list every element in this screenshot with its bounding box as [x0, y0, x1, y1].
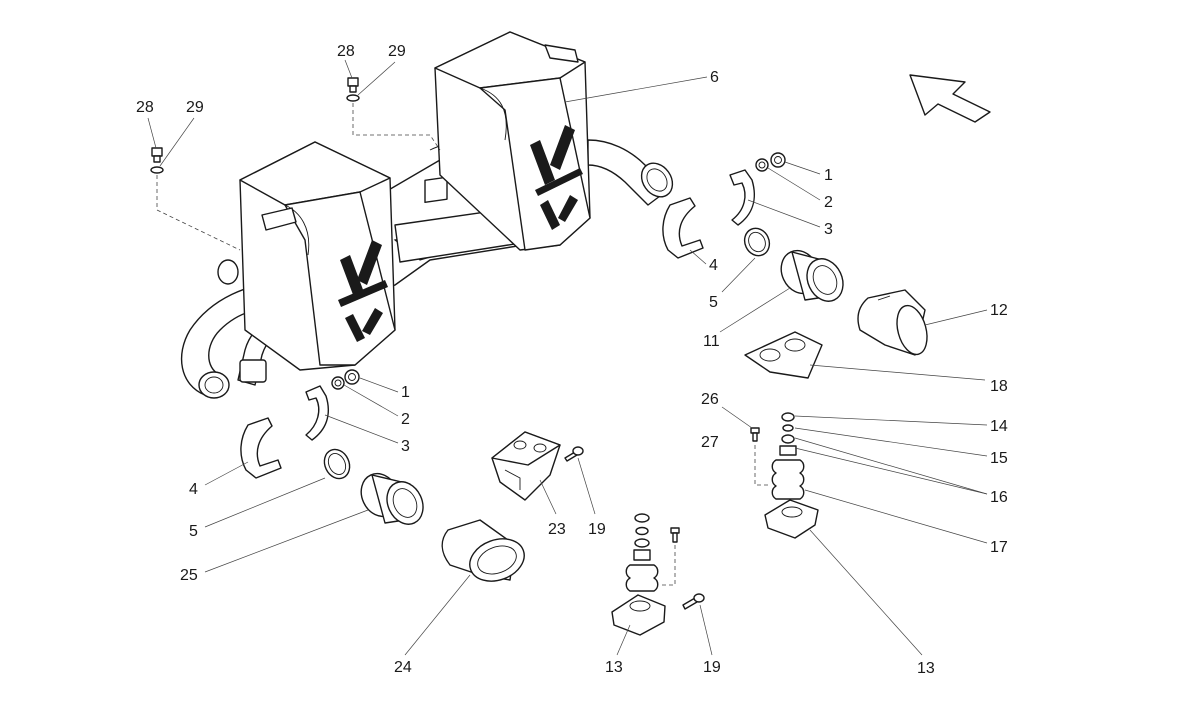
callout-29-top: 29	[388, 43, 406, 60]
callout-16: 16	[990, 489, 1008, 506]
clamp-3-right	[729, 169, 756, 226]
callout-5-left: 5	[189, 523, 198, 540]
callout-3-right: 3	[824, 221, 833, 238]
tailpipe-tip-24	[441, 519, 525, 582]
callout-labels: 28 29 28 29 6 1 2 3 4 5 11 12 18 1 2 3 4…	[136, 43, 1008, 677]
screw-13-side	[670, 527, 680, 543]
mount-13-right	[764, 412, 819, 539]
callout-5-right: 5	[709, 294, 718, 311]
callout-18: 18	[990, 378, 1008, 395]
callout-1-left: 1	[401, 384, 410, 401]
callout-28-left: 28	[136, 99, 154, 116]
callout-14: 14	[990, 418, 1008, 435]
callout-27: 27	[701, 434, 719, 451]
ring-5-left	[323, 448, 351, 480]
callout-15: 15	[990, 450, 1008, 467]
cross-emblem-right	[530, 125, 583, 230]
sleeve-11	[780, 249, 844, 302]
bracket-18	[744, 331, 823, 379]
callout-13-right: 13	[917, 660, 935, 677]
screw-19-bottom	[682, 593, 705, 610]
bracket-23	[491, 431, 561, 501]
nut-1-right	[770, 152, 786, 168]
clamp-3-left	[305, 385, 330, 441]
washer-2-right	[755, 158, 769, 172]
callout-17: 17	[990, 539, 1008, 556]
callout-23: 23	[548, 521, 566, 538]
arrow-up-left-icon	[909, 74, 991, 123]
callout-3-left: 3	[401, 438, 410, 455]
screw-19-mid	[564, 446, 584, 462]
callout-2-left: 2	[401, 411, 410, 428]
callout-26: 26	[701, 391, 719, 408]
callout-29-left: 29	[186, 99, 204, 116]
callout-24: 24	[394, 659, 412, 676]
callout-12: 12	[990, 302, 1008, 319]
callout-6: 6	[710, 69, 719, 86]
tailpipe-tip-12	[857, 289, 928, 356]
callout-25: 25	[180, 567, 198, 584]
mount-13-center	[611, 513, 666, 636]
callout-4-right: 4	[709, 257, 718, 274]
cross-emblem-left	[338, 240, 388, 342]
ring-5-right	[743, 227, 771, 257]
callout-19-mid: 19	[588, 521, 606, 538]
callout-2-right: 2	[824, 194, 833, 211]
screw-28-top	[346, 77, 360, 102]
callout-13-center: 13	[605, 659, 623, 676]
washer-2-left	[331, 376, 345, 390]
nut-1-left	[344, 369, 360, 385]
muffler-assembly	[180, 31, 674, 399]
clamp-4-left	[240, 417, 282, 479]
callout-1-right: 1	[824, 167, 833, 184]
screw-28-left	[150, 147, 164, 174]
sleeve-25	[360, 472, 424, 525]
callout-28-top: 28	[337, 43, 355, 60]
clamp-4-right	[662, 197, 704, 259]
callout-4-left: 4	[189, 481, 198, 498]
leader-lines	[147, 59, 988, 656]
callout-11: 11	[703, 333, 720, 350]
callout-19-bottom: 19	[703, 659, 721, 676]
screw-27	[750, 427, 760, 442]
